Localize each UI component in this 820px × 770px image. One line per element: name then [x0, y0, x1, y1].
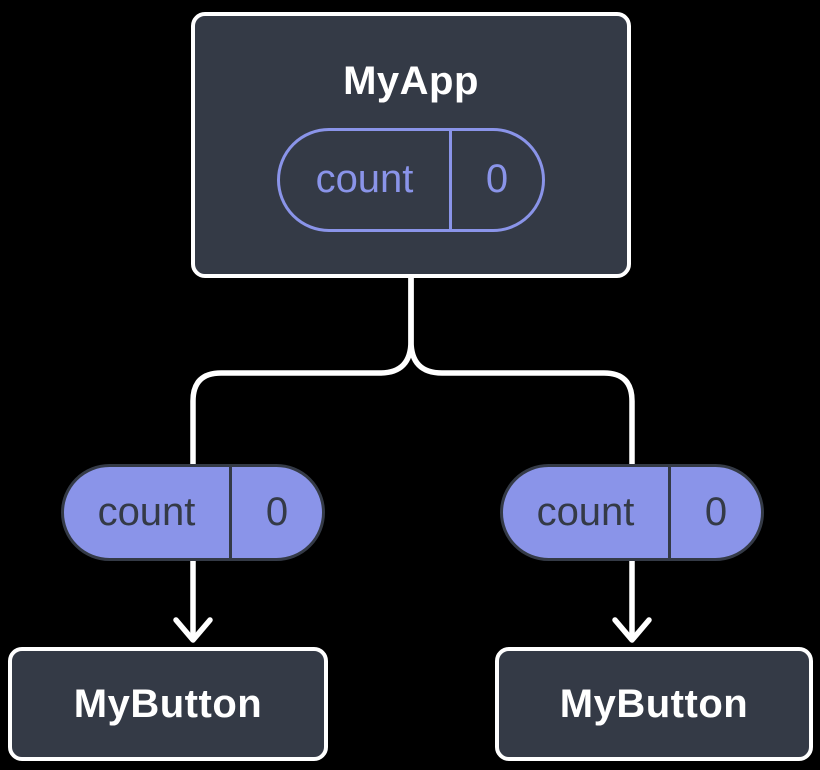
state-label: count: [280, 130, 452, 229]
fork-line-left: [190, 274, 414, 467]
child-component-node-left: MyButton: [8, 647, 328, 761]
child-node-title: MyButton: [73, 681, 263, 726]
root-node-title: MyApp: [343, 58, 479, 103]
prop-label: count: [64, 467, 232, 558]
prop-value: 0: [265, 490, 289, 534]
arrow-down-icon: [173, 558, 213, 643]
child-node-title: MyButton: [559, 681, 749, 726]
state-value: 0: [485, 157, 509, 201]
prop-pill-left: count 0: [61, 464, 325, 561]
fork-line-right: [408, 274, 635, 467]
prop-value: 0: [704, 490, 728, 534]
arrow-down-icon: [612, 558, 652, 643]
root-component-node: MyApp count 0: [191, 12, 631, 278]
state-pill: count 0: [277, 127, 545, 232]
prop-pill-right: count 0: [500, 464, 764, 561]
prop-label: count: [503, 467, 671, 558]
child-component-node-right: MyButton: [495, 647, 813, 761]
